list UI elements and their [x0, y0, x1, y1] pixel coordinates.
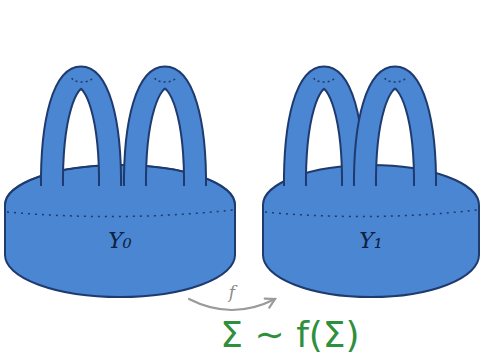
handlebody-region: Y₀ [5, 165, 235, 297]
body-label: Y₁ [359, 228, 382, 253]
map-label: f [229, 282, 235, 302]
equivalence-formula: Σ ∼ f(Σ) [220, 314, 359, 355]
left-handlebody [5, 78, 235, 298]
handlebody-region: Y₁ [263, 165, 479, 297]
right-handlebody [263, 78, 479, 298]
body-label: Y₀ [108, 228, 131, 253]
